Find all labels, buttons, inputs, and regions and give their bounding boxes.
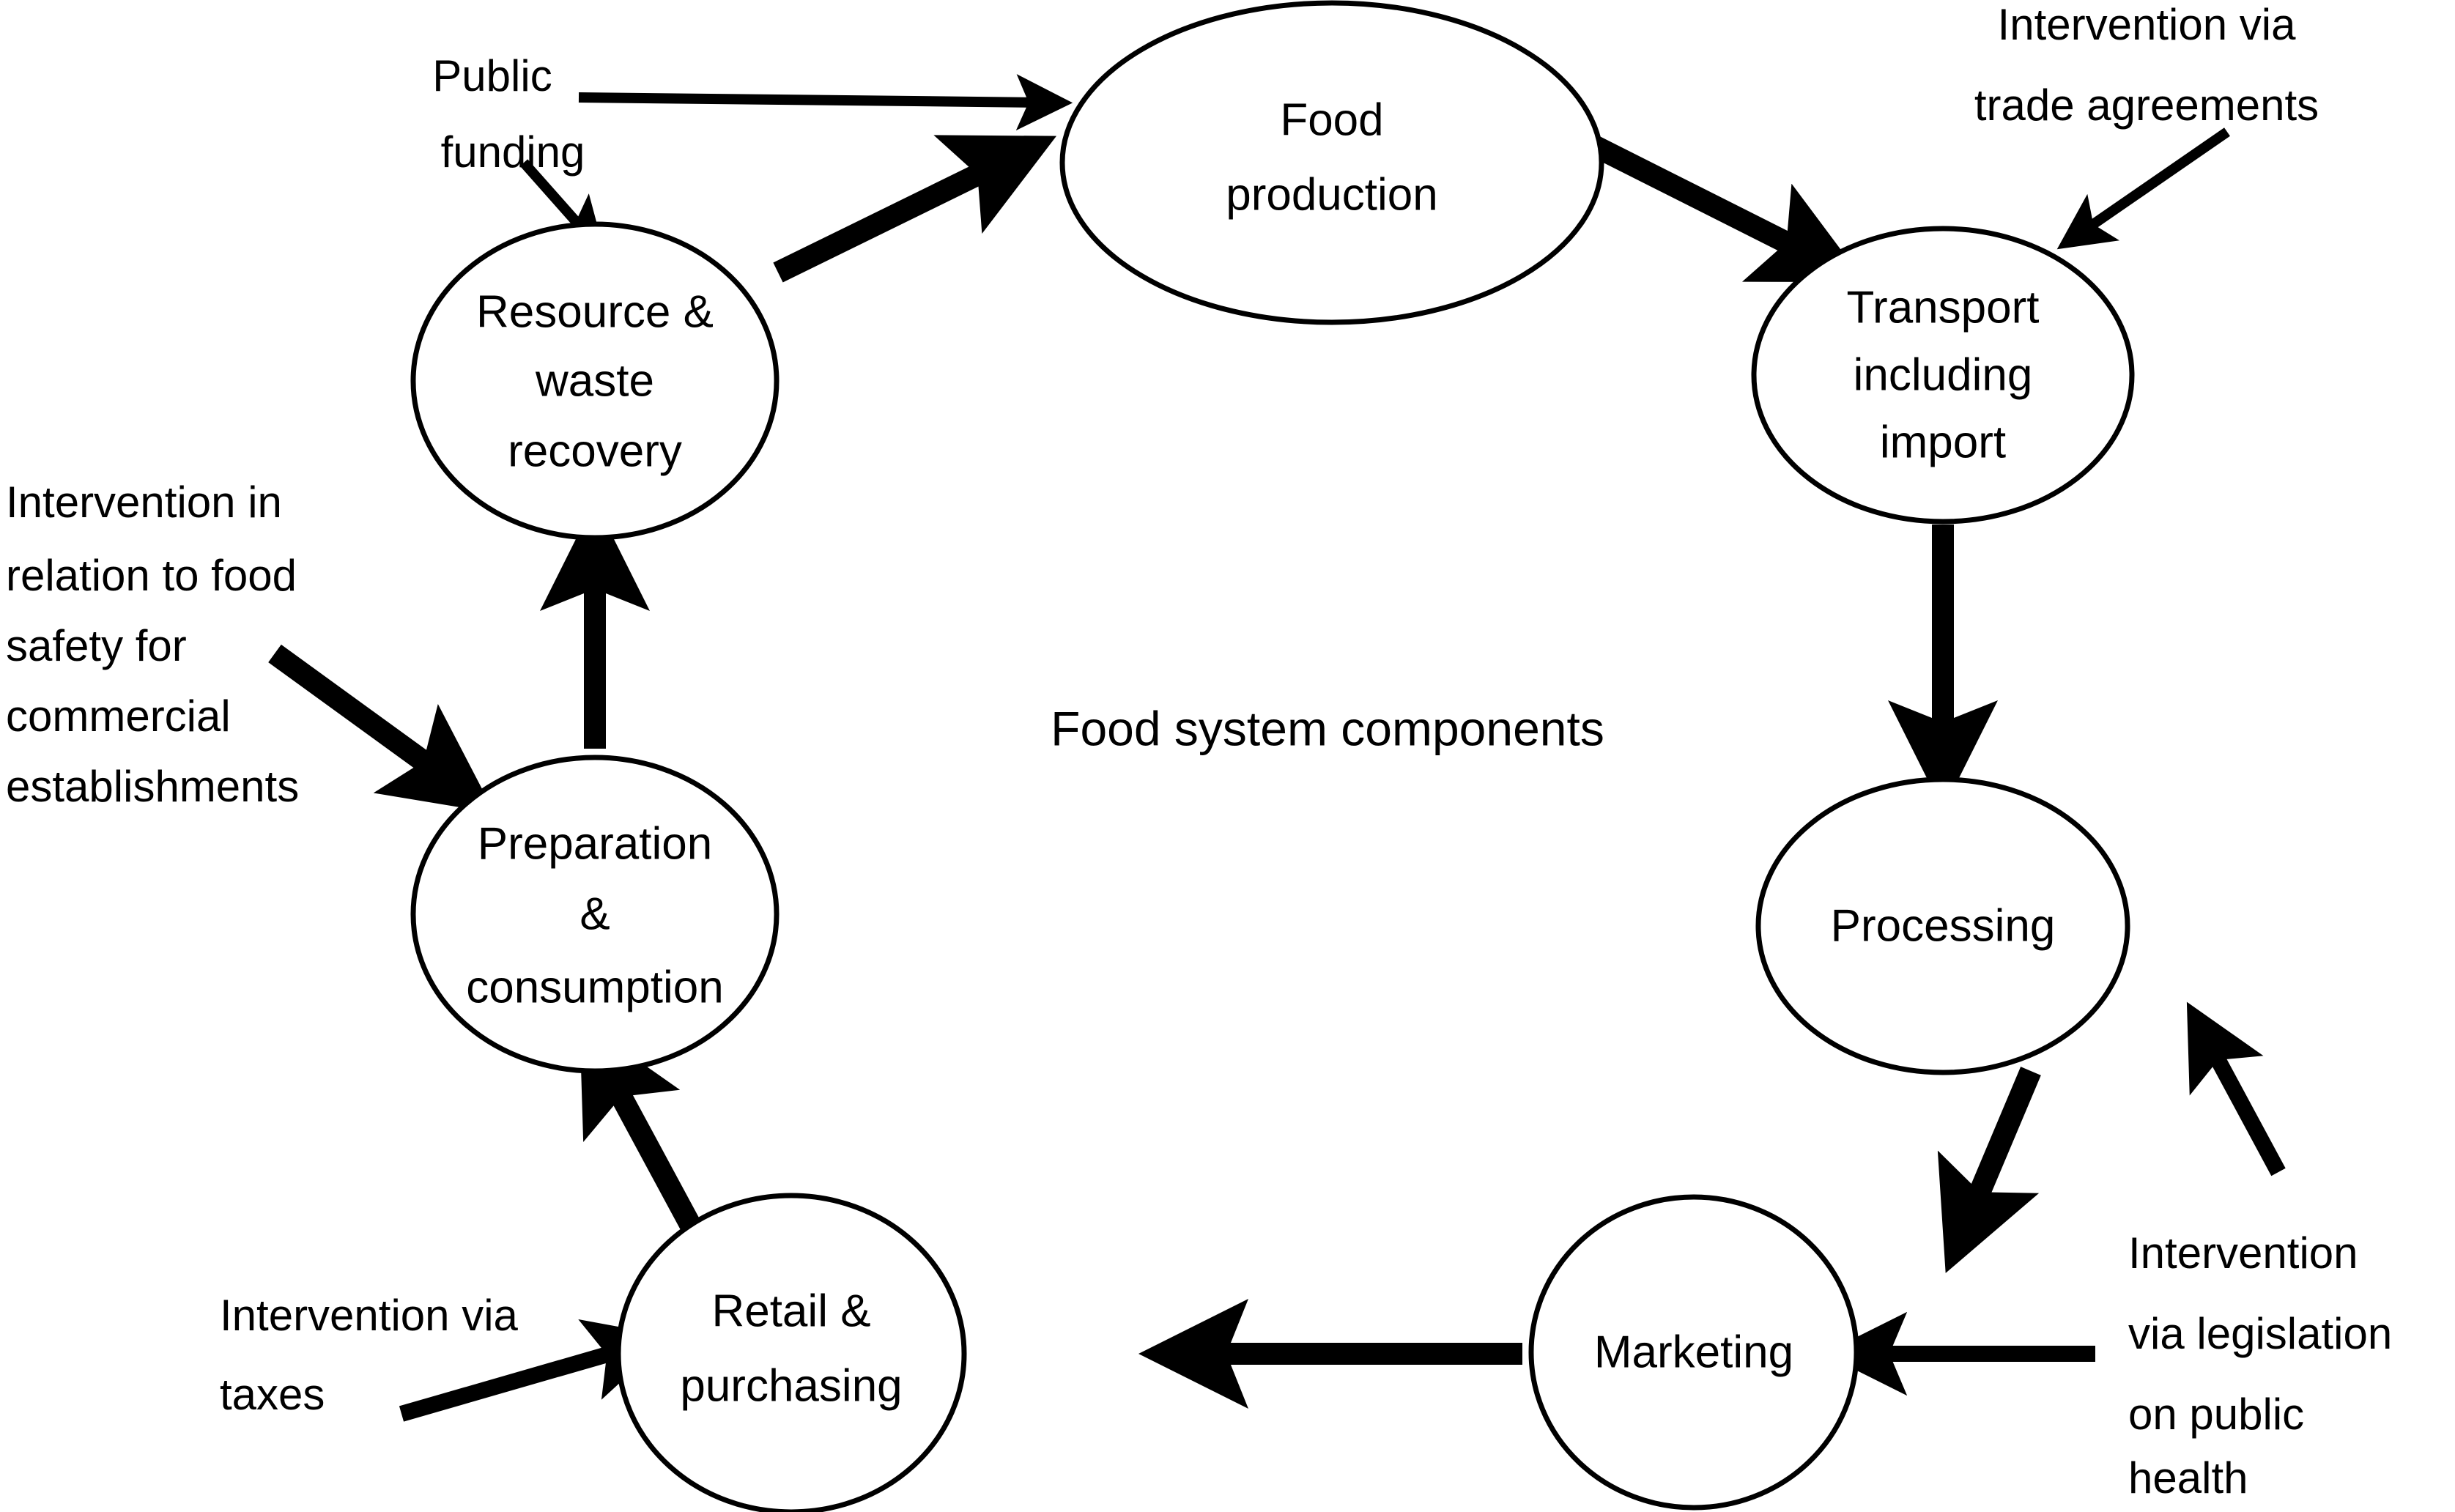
center-label-food-system-components: Food system components [1051,701,1604,755]
annotation-food-safety-line-0: Intervention in [6,478,282,527]
node-preparation-shape[interactable] [410,755,780,1074]
arrow-legislation-to-processing [2186,1001,2286,1176]
node-marketing-line-0: Marketing [1594,1327,1793,1377]
node-preparation-line-2: consumption [466,962,724,1012]
annotation-food-safety-line-2: safety for [6,621,187,670]
arrow-trade-agreements-to-transport [2056,127,2230,250]
annotation-trade-line-0: Intervention via [1998,0,2297,49]
arrow-public-funding-to-resource [519,159,605,255]
node-food-production-line-0: Food [1280,94,1383,145]
node-marketing-shape[interactable] [1528,1194,1859,1511]
annotation-food-safety-line-3: commercial [6,692,231,741]
node-resource-line-0: Resource & [476,286,714,337]
annotation-legislation-line-2: on public [2128,1390,2304,1439]
node-transport-line-0: Transport [1846,282,2039,333]
annotation-legislation-line-0: Intervention [2128,1228,2358,1278]
node-food-production-line-1: production [1226,169,1438,220]
annotation-taxes-line-0: Intervention via [220,1291,519,1340]
node-retail-purchasing[interactable]: Retail & purchasing [615,1193,967,1512]
arrow-public-funding-to-food-production [578,74,1073,131]
node-food-production[interactable]: Food production [1059,0,1604,325]
node-preparation-line-1: & [580,889,610,939]
node-processing-shape[interactable] [1755,777,2130,1075]
arrow-processing-to-marketing [1937,1067,2041,1273]
annotation-public-funding-line-1: funding [441,127,585,177]
arrow-food-production-to-transport [1591,136,1865,283]
node-transport-line-2: import [1880,417,2006,467]
annotation-intervention-legislation: Intervention via legislation on public h… [2128,1228,2392,1502]
node-retail-line-0: Retail & [711,1286,870,1336]
arrow-taxes-to-retail [399,1319,670,1422]
intervention-arrows [268,74,2286,1422]
annotation-taxes-line-1: taxes [220,1370,325,1419]
node-marketing[interactable]: Marketing [1528,1194,1859,1511]
cycle-nodes: Food production Transport including impo… [410,0,2135,1512]
node-resource-waste-recovery[interactable]: Resource & waste recovery [410,221,780,541]
arrow-food-safety-to-preparation [268,644,495,813]
annotation-intervention-food-safety: Intervention in relation to food safety … [6,478,299,811]
annotation-public-funding: Public funding [432,51,585,177]
node-preparation-consumption[interactable]: Preparation & consumption [410,755,780,1074]
node-retail-shape[interactable] [615,1193,967,1512]
arrow-resource-to-food-production [773,135,1057,283]
annotation-labels: Public funding Intervention via trade ag… [6,0,2392,1502]
node-retail-line-1: purchasing [680,1360,902,1411]
annotation-trade-line-1: trade agreements [1974,81,2319,130]
node-transport-line-1: including [1854,349,2033,400]
annotation-food-safety-line-1: relation to food [6,551,297,600]
node-processing[interactable]: Processing [1755,777,2130,1075]
annotation-public-funding-line-0: Public [432,51,552,100]
node-resource-shape[interactable] [410,221,780,541]
node-preparation-line-0: Preparation [478,818,713,869]
node-transport-shape[interactable] [1751,226,2135,525]
arrow-retail-to-preparation [579,1019,708,1244]
node-resource-line-1: waste [535,355,654,406]
node-processing-line-0: Processing [1831,900,2056,951]
annotation-intervention-taxes: Intervention via taxes [220,1291,519,1419]
node-transport-including-import[interactable]: Transport including import [1751,226,2135,525]
annotation-food-safety-line-4: establishments [6,762,299,811]
annotation-legislation-line-1: via legislation [2128,1309,2392,1358]
annotation-legislation-line-3: health [2128,1453,2248,1502]
node-resource-line-2: recovery [508,426,682,476]
node-food-production-shape[interactable] [1059,0,1604,325]
cycle-flow-arrows [540,135,2041,1409]
annotation-intervention-trade-agreements: Intervention via trade agreements [1974,0,2319,130]
